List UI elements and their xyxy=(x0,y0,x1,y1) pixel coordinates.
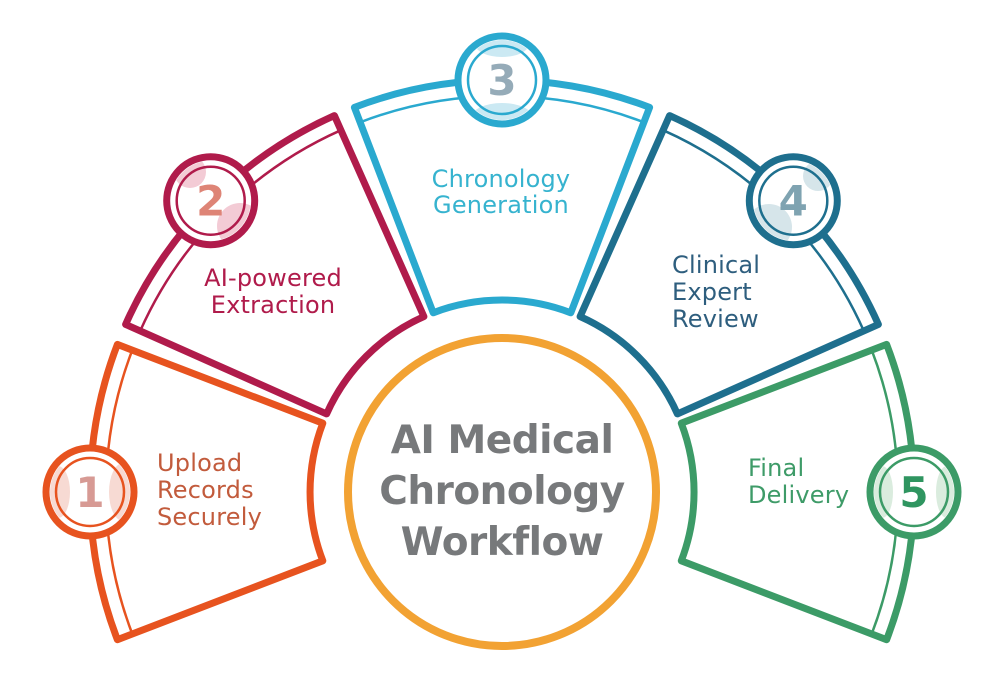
step-3-badge-inner-ring xyxy=(466,44,538,116)
step-1-label-line-2: Records xyxy=(157,476,254,504)
step-4-number: 4 xyxy=(779,177,808,226)
step-1-badge-ring xyxy=(42,444,138,540)
step-2-label-line-1: AI-powered xyxy=(204,264,342,292)
step-1-badge: 1 xyxy=(42,444,138,540)
title-line-2: Chronology xyxy=(379,469,625,514)
step-5-label-line-1: Final xyxy=(748,454,804,482)
center-circle: AI Medical Chronology Workflow xyxy=(344,334,660,650)
step-4-label-line-3: Review xyxy=(672,305,759,333)
step-2-badge-inner-ring xyxy=(175,165,246,236)
step-4-segment: Clinical Expert Review xyxy=(576,112,882,418)
step-4-label-line-2: Expert xyxy=(672,278,752,306)
step-2-number: 2 xyxy=(196,177,225,226)
step-3-wedge xyxy=(350,76,654,317)
step-1-label-line-3: Securely xyxy=(157,503,262,531)
step-5-number: 5 xyxy=(899,468,928,517)
step-1-segment: Upload Records Securely xyxy=(86,340,327,644)
step-4-badge: 4 xyxy=(745,153,841,249)
step-5-badge-inner-ring xyxy=(878,456,950,528)
step-1-label-line-1: Upload xyxy=(157,449,242,477)
step-3-badge: 3 xyxy=(454,32,550,128)
step-2-label-line-2: Extraction xyxy=(211,291,336,319)
step-3-segment: Chronology Generation xyxy=(350,76,654,317)
step-2-wedge xyxy=(122,112,428,418)
title-line-1: AI Medical xyxy=(391,418,614,463)
decor-blob xyxy=(874,466,893,518)
title-line-3: Workflow xyxy=(401,520,604,565)
step-4-label-line-1: Clinical xyxy=(672,251,760,279)
center-ring xyxy=(344,334,660,650)
step-5-badge-ring xyxy=(866,444,962,540)
step-3-label-line-2: Generation xyxy=(433,191,569,219)
step-3-number: 3 xyxy=(487,56,516,105)
step-2-badge: 2 xyxy=(163,153,259,249)
step-3-badge-ring xyxy=(454,32,550,128)
step-2-segment: AI-powered Extraction xyxy=(122,112,428,418)
step-5-label-line-2: Delivery xyxy=(748,481,849,509)
step-1-badge-inner-ring xyxy=(54,456,126,528)
decor-blob xyxy=(475,40,529,57)
step-4-badge-inner-ring xyxy=(758,165,829,236)
step-3-label-line-1: Chronology xyxy=(432,165,571,193)
step-5-wedge xyxy=(677,340,918,644)
step-5-segment: Final Delivery xyxy=(677,340,918,644)
step-4-wedge xyxy=(576,112,882,418)
step-1-wedge xyxy=(86,340,327,644)
step-1-number: 1 xyxy=(75,468,104,517)
step-5-badge: 5 xyxy=(866,444,962,540)
